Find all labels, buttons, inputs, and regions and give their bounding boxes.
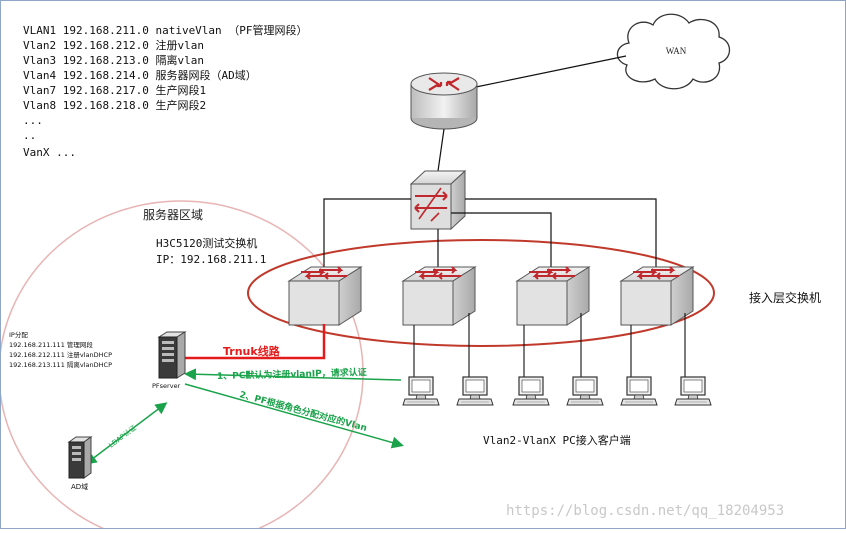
pc-client-icon bbox=[512, 376, 550, 406]
access-switch-icon bbox=[402, 266, 476, 326]
pc-client-icon bbox=[674, 376, 712, 406]
access-switch-icon bbox=[288, 266, 362, 326]
server-zone-label: 服务器区域 bbox=[143, 207, 203, 222]
ip-allocation-row: 192.168.211.111 管理网段 bbox=[9, 340, 93, 349]
vlan-list-line: Vlan3 192.168.213.0 隔离vlan bbox=[23, 53, 204, 67]
vlan-list-line: .. bbox=[23, 129, 36, 142]
pc-client-icon bbox=[566, 376, 604, 406]
ldap-arrow bbox=[84, 402, 168, 465]
vlan-list-line: Vlan7 192.168.217.0 生产网段1 bbox=[23, 83, 206, 97]
pc-client-icon bbox=[456, 376, 494, 406]
step1-label: 1、PC默认为注册vlanIP，请求认证 bbox=[217, 366, 367, 382]
router-icon bbox=[410, 72, 478, 130]
ad-label: AD域 bbox=[71, 482, 88, 491]
pf-server-label: PFserver bbox=[152, 382, 181, 390]
ip-allocation-row: 192.168.213.111 隔离vlanDHCP bbox=[9, 360, 112, 369]
pc-client-icon bbox=[402, 376, 440, 406]
vlan-list-line: VanX ... bbox=[23, 146, 76, 159]
access-switch-icon bbox=[516, 266, 590, 326]
clients-label: Vlan2-VlanX PC接入客户端 bbox=[483, 433, 631, 447]
ip-allocation-title: IP分配 bbox=[9, 330, 28, 339]
vlan-list-line: VLAN1 192.168.211.0 nativeVlan （PF管理网段） bbox=[23, 23, 308, 37]
ad-server-icon bbox=[67, 436, 93, 479]
server-zone-circle bbox=[0, 200, 364, 533]
ip-allocation-row: 192.168.212.111 注册vlanDHCP bbox=[9, 350, 112, 359]
vlan-list-line: Vlan8 192.168.218.0 生产网段2 bbox=[23, 98, 206, 112]
watermark: https://blog.csdn.net/qq_18204953 bbox=[506, 503, 784, 519]
vlan-list-line: Vlan4 192.168.214.0 服务器网段（AD域） bbox=[23, 68, 257, 82]
switch-name-label: H3C5120测试交换机 bbox=[156, 236, 257, 250]
switch-ip-label: IP：192.168.211.1 bbox=[156, 253, 266, 266]
step1-arrow bbox=[184, 368, 402, 381]
wan-cloud-icon bbox=[616, 13, 731, 90]
step2-arrow bbox=[184, 383, 404, 449]
pc-client-icon bbox=[620, 376, 658, 406]
trunk-label: Trnuk线路 bbox=[223, 344, 281, 358]
step2-label: 2、PF根据角色分配对应的Vlan bbox=[238, 388, 368, 434]
vlan-list-line: ... bbox=[23, 114, 43, 127]
trunk-line bbox=[185, 324, 326, 360]
ldap-label: LDAP认证 bbox=[107, 423, 138, 450]
access-layer-label: 接入层交换机 bbox=[749, 290, 821, 305]
pf-server-icon bbox=[157, 331, 187, 379]
core-switch-icon bbox=[409, 169, 467, 231]
vlan-list-line: Vlan2 192.168.212.0 注册vlan bbox=[23, 38, 204, 52]
access-layer-ellipse bbox=[247, 239, 715, 347]
wan-label: WAN bbox=[666, 46, 687, 56]
access-switch-icon bbox=[620, 266, 694, 326]
